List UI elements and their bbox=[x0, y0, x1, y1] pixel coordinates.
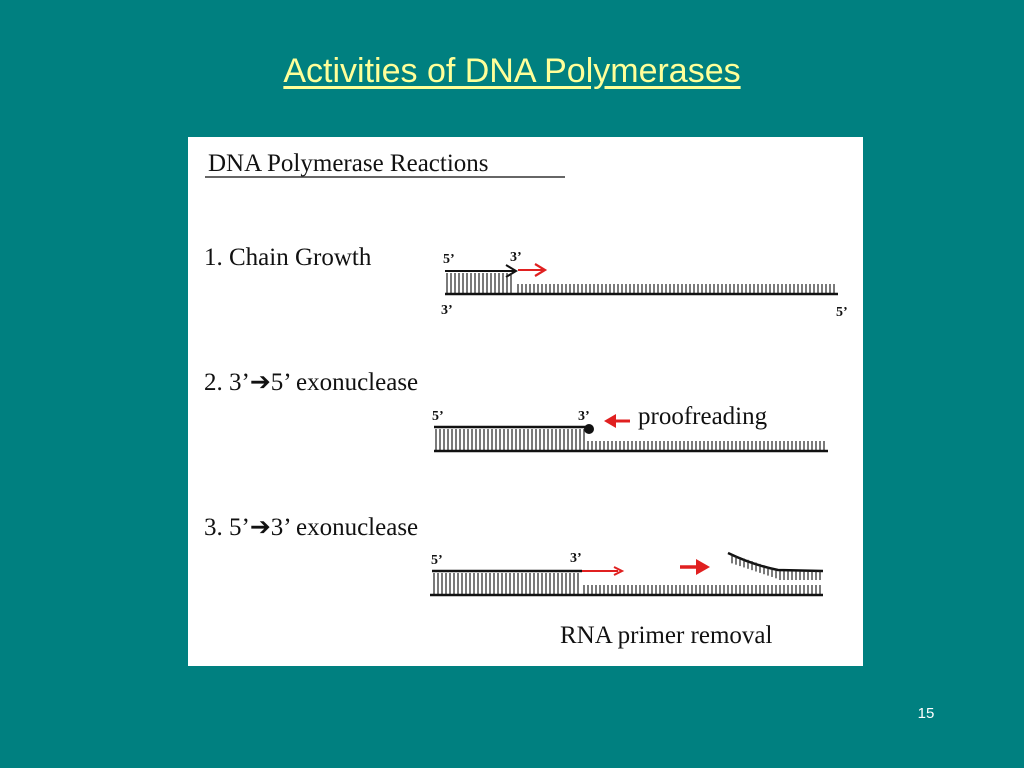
page-number: 15 bbox=[917, 705, 935, 722]
section-1-label: 1. Chain Growth bbox=[204, 244, 372, 271]
dna-polymerase-figure: DNA Polymerase Reactions 1. Chain Growth… bbox=[188, 137, 863, 666]
section-3-label: 3. 5’➔3’ exonuclease bbox=[204, 514, 418, 541]
rna-primer-strand bbox=[727, 551, 824, 573]
primer-removal-5prime: 5’ bbox=[431, 553, 443, 568]
figure-canvas: DNA Polymerase Reactions 1. Chain Growth… bbox=[204, 150, 848, 649]
primer-removal-diagram: 5’ 3’ RNA primer removal bbox=[430, 551, 824, 649]
chain-growth-3prime-top: 3’ bbox=[510, 250, 522, 265]
template-base-pairs bbox=[517, 284, 835, 293]
chain-growth-3prime-bottom: 3’ bbox=[441, 303, 453, 318]
proofreading-primer-base-pairs bbox=[435, 429, 585, 450]
black-dot-icon bbox=[584, 424, 594, 434]
template-base-pairs bbox=[583, 585, 821, 594]
primer-base-pairs bbox=[446, 273, 512, 293]
primer-removal-3prime: 3’ bbox=[570, 551, 582, 566]
slide-title: Activities of DNA Polymerases bbox=[283, 52, 741, 90]
proofreading-5prime: 5’ bbox=[432, 409, 444, 424]
proofreading-diagram: 5’ 3’ proofreading bbox=[432, 403, 828, 453]
chain-growth-diagram: 5’ 3’ 3’ 5’ bbox=[441, 250, 848, 320]
red-arrow-head bbox=[534, 263, 548, 277]
red-arrow-head bbox=[696, 559, 710, 575]
new-dna-base-pairs bbox=[433, 573, 579, 594]
chain-growth-5prime-top: 5’ bbox=[443, 252, 455, 267]
rna-primer-removal-label: RNA primer removal bbox=[560, 622, 773, 649]
red-arrow-head bbox=[613, 566, 625, 576]
section-2-label: 2. 3’➔5’ exonuclease bbox=[204, 369, 418, 396]
red-arrow-head bbox=[604, 414, 616, 428]
rna-primer-base-pairs bbox=[731, 554, 821, 580]
proofreading-template-base-pairs bbox=[587, 441, 825, 450]
proofreading-3prime: 3’ bbox=[578, 409, 590, 424]
proofreading-label: proofreading bbox=[638, 403, 768, 430]
chain-growth-5prime-bottom: 5’ bbox=[836, 305, 848, 320]
figure-heading: DNA Polymerase Reactions bbox=[208, 150, 489, 177]
black-arrow-icon bbox=[505, 264, 518, 278]
